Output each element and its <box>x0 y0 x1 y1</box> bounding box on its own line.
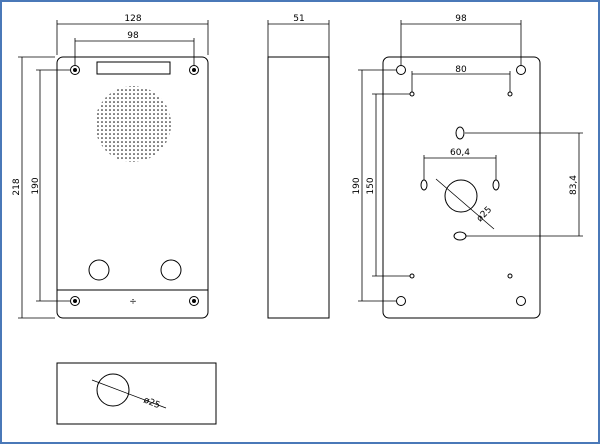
speaker-grille <box>95 86 171 162</box>
back-small-hole <box>507 273 513 279</box>
back-slot-top <box>455 126 465 140</box>
front-width-label: 128 <box>124 14 141 24</box>
back-panel-outline <box>382 56 541 319</box>
front-view: ÷ 128 98 218 190 <box>12 14 209 319</box>
front-height-label: 218 <box>12 178 22 195</box>
back-top-spacing-label: 98 <box>455 14 467 24</box>
side-view: 51 <box>267 14 330 319</box>
front-hole-height-label: 190 <box>31 177 41 194</box>
call-button-left <box>88 259 110 281</box>
back-view: 98 80 60,4 190 150 83,4 ø25 <box>352 14 583 319</box>
screw-hole-top-right <box>189 65 199 75</box>
back-hole-diameter-label: ø25 <box>475 205 494 224</box>
back-inner-spacing-label: 80 <box>455 65 467 75</box>
screw-hole-bottom-right <box>189 296 199 306</box>
back-slot-right <box>492 179 500 191</box>
back-hole-top-left <box>396 65 406 75</box>
bottom-cable-hole <box>96 373 130 407</box>
call-button-right <box>160 259 182 281</box>
back-center-spacing-label: 60,4 <box>450 148 470 158</box>
back-slot-left <box>420 179 428 191</box>
back-slot-bottom <box>453 231 467 241</box>
screw-hole-top-left <box>70 65 80 75</box>
divider-symbol: ÷ <box>129 297 137 307</box>
back-outer-height-label: 190 <box>352 177 362 194</box>
front-hole-spacing-label: 98 <box>127 31 139 41</box>
back-hole-top-right <box>516 65 526 75</box>
name-plate-slot <box>96 61 171 75</box>
back-cable-hole <box>444 179 478 213</box>
bottom-hole-diameter-label: ø25 <box>142 396 161 412</box>
back-small-hole <box>409 273 415 279</box>
bottom-panel-outline <box>56 362 217 425</box>
back-small-hole <box>507 91 513 97</box>
back-vertical-spacing-label: 83,4 <box>569 175 579 195</box>
side-depth-label: 51 <box>293 14 304 24</box>
side-panel-outline <box>267 56 330 319</box>
back-inner-height-label: 150 <box>366 177 376 194</box>
front-panel-outline <box>56 56 209 319</box>
screw-hole-bottom-left <box>70 296 80 306</box>
bottom-view: ø25 <box>56 362 217 425</box>
back-small-hole <box>409 91 415 97</box>
back-hole-bottom-left <box>396 296 406 306</box>
back-hole-bottom-right <box>516 296 526 306</box>
